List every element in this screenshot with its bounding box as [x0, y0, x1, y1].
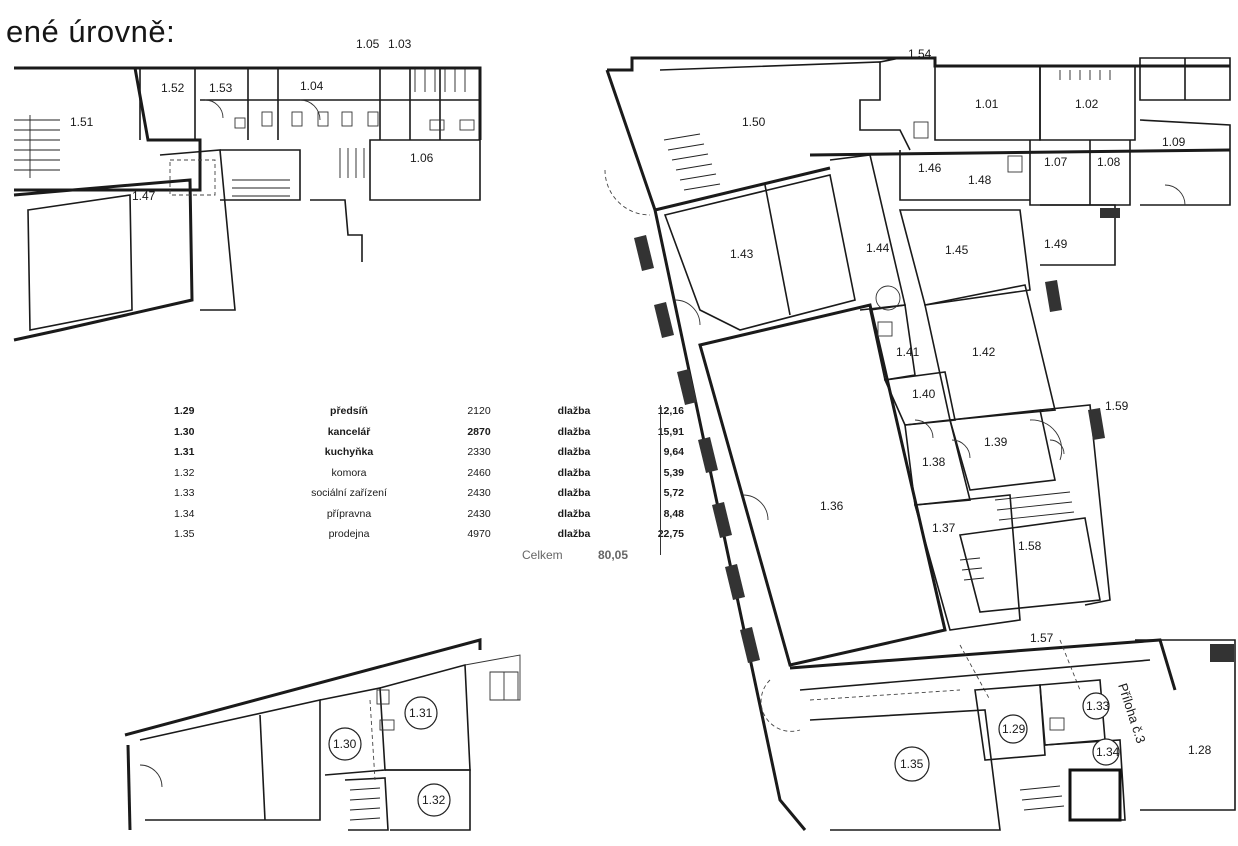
room-floor: dlažba	[557, 487, 591, 500]
room-floor: dlažba	[557, 405, 591, 418]
room-marker-1.35	[894, 746, 930, 782]
room-name: komora	[331, 466, 367, 479]
room-height: 2870	[467, 425, 491, 438]
room-number: 1.33	[174, 487, 195, 500]
room-marker-1.32	[417, 783, 451, 817]
room-height: 2120	[467, 405, 491, 418]
plan-right	[604, 56, 1236, 831]
table-row: 1.29 předsíň 2120 dlažba 12,16	[160, 401, 692, 422]
room-marker-1.31	[404, 696, 438, 730]
room-label-1.28: 1.28	[1188, 743, 1212, 757]
table-row: 1.34 přípravna 2430 dlažba 8,48	[160, 504, 692, 525]
room-name: přípravna	[326, 507, 372, 520]
room-number: 1.32	[174, 466, 195, 479]
room-number: 1.35	[174, 528, 195, 541]
room-label-1.54: 1.54	[908, 47, 932, 61]
room-label-1.32: 1.32	[422, 793, 446, 807]
appendix-stamp: Příloha č.3	[1115, 681, 1148, 745]
room-height: 2430	[467, 507, 491, 520]
room-label-1.48: 1.48	[968, 173, 992, 187]
room-name: kancelář	[327, 425, 371, 438]
room-schedule-table: 1.29 předsíň 2120 dlažba 12,16 1.30 kanc…	[160, 401, 692, 545]
room-label-1.01: 1.01	[975, 97, 999, 111]
room-label-1.52: 1.52	[161, 81, 185, 95]
room-label-1.46: 1.46	[918, 161, 942, 175]
page-heading: ené úrovně:	[6, 14, 176, 49]
room-number: 1.29	[174, 405, 195, 418]
room-label-1.49: 1.49	[1044, 237, 1068, 251]
room-height: 2460	[467, 466, 491, 479]
room-label-1.07: 1.07	[1044, 155, 1068, 169]
room-label-1.35: 1.35	[900, 757, 924, 771]
room-label-1.06: 1.06	[410, 151, 434, 165]
room-height: 2330	[467, 446, 491, 459]
room-floor: dlažba	[557, 446, 591, 459]
room-area: 5,72	[663, 487, 684, 500]
room-label-1.40: 1.40	[912, 387, 936, 401]
room-height: 4970	[467, 528, 491, 541]
table-row: 1.33 sociální zařízení 2430 dlažba 5,72	[160, 483, 692, 504]
room-label-1.29: 1.29	[1002, 722, 1026, 736]
room-height: 2430	[467, 487, 491, 500]
room-label-1.04: 1.04	[300, 79, 324, 93]
room-label-1.31: 1.31	[409, 706, 433, 720]
room-label-1.02: 1.02	[1075, 97, 1099, 111]
room-label-1.51: 1.51	[70, 115, 94, 129]
room-number: 1.31	[174, 446, 195, 459]
room-label-1.36: 1.36	[820, 499, 844, 513]
room-label-1.57: 1.57	[1030, 631, 1054, 645]
table-row: 1.31 kuchyňka 2330 dlažba 9,64	[160, 442, 692, 463]
plan-top-left	[13, 66, 482, 342]
room-number: 1.30	[174, 425, 195, 438]
room-floor: dlažba	[557, 425, 591, 438]
room-label-1.30: 1.30	[333, 737, 357, 751]
room-label-1.45: 1.45	[945, 243, 969, 257]
total-divider	[660, 405, 661, 555]
table-row: 1.35 prodejna 4970 dlažba 22,75	[160, 524, 692, 545]
room-floor: dlažba	[557, 507, 591, 520]
room-name: předsíň	[330, 405, 368, 418]
room-name: prodejna	[328, 528, 370, 541]
room-label-1.05: 1.05	[356, 37, 380, 51]
room-label-1.41: 1.41	[896, 345, 920, 359]
room-label-1.38: 1.38	[922, 455, 946, 469]
room-floor: dlažba	[557, 528, 591, 541]
room-number: 1.34	[174, 507, 195, 520]
room-marker-1.34	[1092, 738, 1120, 766]
plan-bottom-left	[124, 638, 521, 831]
room-label-1.08: 1.08	[1097, 155, 1121, 169]
room-area: 22,75	[657, 528, 684, 541]
room-label-1.58: 1.58	[1018, 539, 1042, 553]
room-area: 9,64	[663, 446, 684, 459]
room-floor: dlažba	[557, 466, 591, 479]
room-label-1.44: 1.44	[866, 241, 890, 255]
room-label-1.53: 1.53	[209, 81, 233, 95]
room-label-1.59: 1.59	[1105, 399, 1129, 413]
room-name: sociální zařízení	[311, 487, 387, 500]
room-label-1.47: 1.47	[132, 189, 156, 203]
stair-top-left	[14, 68, 466, 197]
table-row: 1.30 kancelář 2870 dlažba 15,91	[160, 422, 692, 443]
room-area: 15,91	[657, 425, 684, 438]
room-marker-1.33	[1082, 692, 1110, 720]
room-label-1.33: 1.33	[1086, 699, 1110, 713]
room-label-1.03: 1.03	[388, 37, 412, 51]
room-marker-1.30	[328, 727, 362, 761]
table-row: 1.32 komora 2460 dlažba 5,39	[160, 463, 692, 484]
room-area: 5,39	[663, 466, 684, 479]
room-name: kuchyňka	[324, 446, 374, 459]
room-area: 8,48	[663, 507, 684, 520]
room-marker-1.29	[998, 714, 1028, 744]
room-label-1.37: 1.37	[932, 521, 956, 535]
room-area: 12,16	[657, 405, 684, 418]
room-label-1.50: 1.50	[742, 115, 766, 129]
room-label-1.42: 1.42	[972, 345, 996, 359]
room-label-1.43: 1.43	[730, 247, 754, 261]
total-value: 80,05	[598, 548, 629, 562]
total-label: Celkem	[522, 548, 563, 562]
room-label-1.09: 1.09	[1162, 135, 1186, 149]
room-label-1.39: 1.39	[984, 435, 1008, 449]
room-label-1.34: 1.34	[1096, 745, 1120, 759]
